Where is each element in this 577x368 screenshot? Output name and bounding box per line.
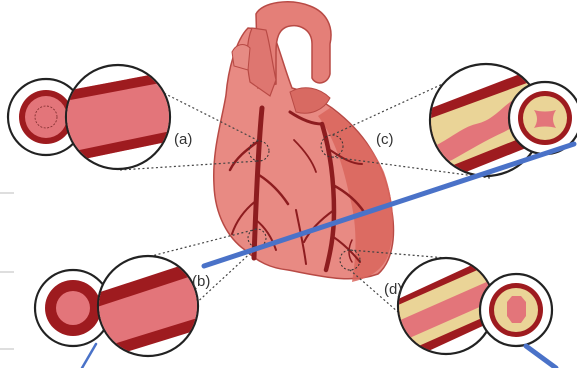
panel-a bbox=[8, 65, 176, 169]
heart-illustration bbox=[214, 2, 394, 282]
panel-d-cross-section bbox=[480, 274, 552, 346]
panel-b bbox=[35, 256, 204, 362]
label-b: (b) bbox=[192, 273, 210, 290]
panel-a-longitudinal bbox=[60, 65, 176, 169]
blue-annotation-thin bbox=[82, 344, 96, 368]
label-a: (a) bbox=[174, 131, 192, 148]
margin-ticks bbox=[0, 193, 14, 349]
panel-b-longitudinal bbox=[94, 256, 204, 362]
label-d: (d) bbox=[384, 281, 402, 298]
label-c: (c) bbox=[376, 131, 394, 148]
superior-vessel bbox=[232, 45, 250, 70]
panel-c-cross-section bbox=[509, 82, 577, 154]
